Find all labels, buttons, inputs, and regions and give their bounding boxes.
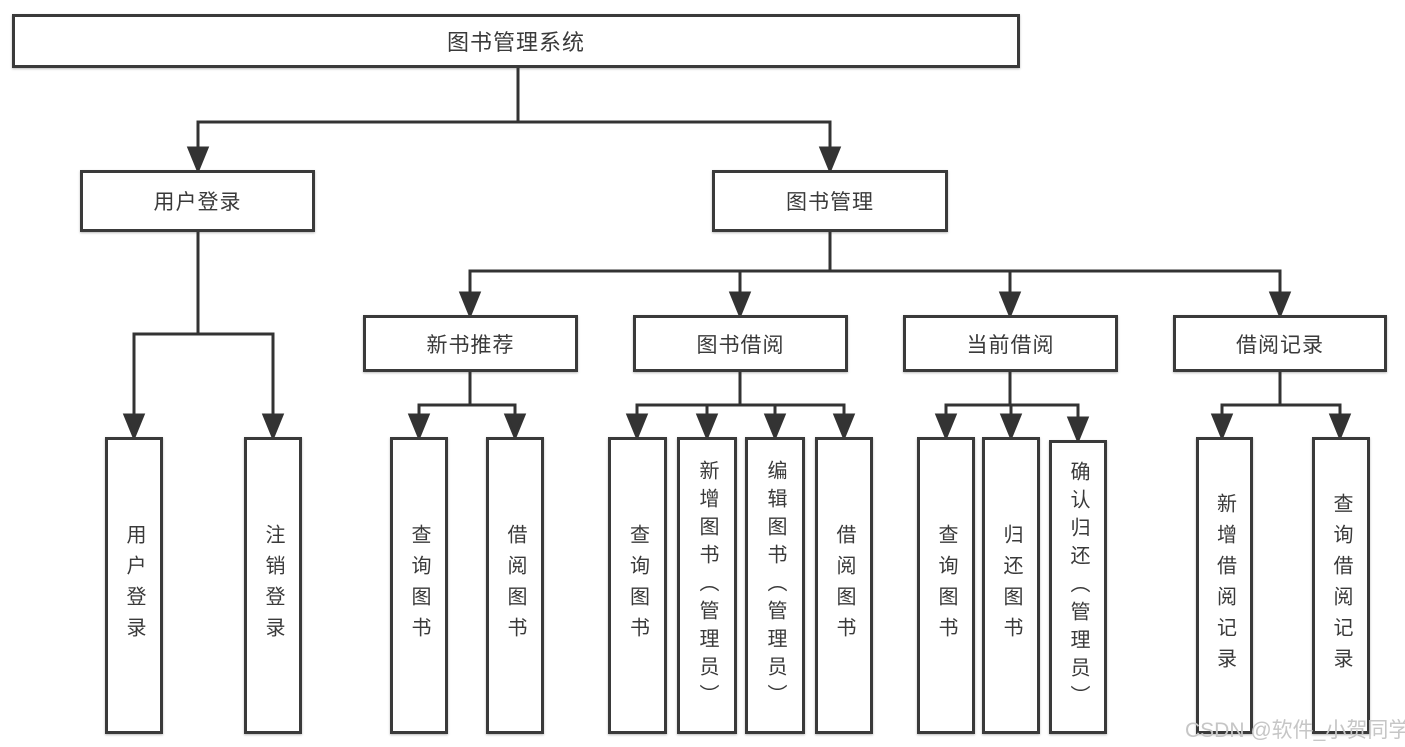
node-current-borrowing: 当前借阅 (903, 315, 1118, 372)
arrowhead-down-icon (695, 413, 719, 441)
node-book-management: 图书管理 (712, 170, 948, 232)
node-leaf-query-borrow-record: 查询借阅记录 (1312, 437, 1370, 734)
node-label: 用户登录 (153, 191, 242, 214)
node-label: 归还图书 (1000, 523, 1022, 648)
node-leaf-borrow-books: 借阅图书 (486, 437, 544, 734)
connector-records-to-leaves (1210, 372, 1352, 441)
node-user-login: 用户登录 (80, 170, 315, 232)
node-label: 确认归还（管理员） (1067, 461, 1089, 713)
node-leaf-logout: 注销登录 (244, 437, 302, 734)
node-leaf-confirm-return-admin: 确认归还（管理员） (1049, 440, 1107, 734)
node-label: 新书推荐 (426, 333, 515, 357)
connector-borrowing-to-leaves (625, 372, 856, 441)
arrowhead-down-icon (818, 146, 842, 174)
arrowhead-down-icon (999, 413, 1023, 441)
node-label: 借阅记录 (1236, 333, 1324, 357)
arrowhead-down-icon (458, 291, 482, 319)
connector-recommend-to-leaves (407, 372, 527, 441)
node-label: 借阅图书 (504, 523, 526, 648)
node-leaf-query-books: 查询图书 (390, 437, 448, 734)
node-label: 图书借阅 (696, 333, 785, 357)
node-label: 借阅图书 (833, 523, 855, 648)
connector-current-to-leaves (934, 372, 1090, 444)
watermark: CSDN @软件_小贺同学 (1185, 719, 1405, 742)
connector-root-to-level2 (186, 68, 842, 174)
node-leaf-query-books: 查询图书 (608, 437, 667, 734)
node-label: 新增图书（管理员） (696, 459, 718, 712)
node-label: 用户登录 (123, 523, 145, 648)
node-leaf-add-borrow-record: 新增借阅记录 (1196, 437, 1253, 734)
node-new-book-recommendation: 新书推荐 (363, 315, 578, 372)
arrowhead-down-icon (186, 146, 210, 174)
node-label: 新增借阅记录 (1213, 492, 1236, 679)
arrowhead-down-icon (763, 413, 787, 441)
node-leaf-return-books: 归还图书 (982, 437, 1040, 734)
node-borrowing-records: 借阅记录 (1173, 315, 1387, 372)
node-leaf-add-books-admin: 新增图书（管理员） (677, 437, 737, 734)
node-leaf-borrow-books: 借阅图书 (815, 437, 873, 734)
node-label: 查询借阅记录 (1330, 492, 1352, 679)
arrowhead-down-icon (728, 291, 752, 319)
node-label: 查询图书 (408, 523, 430, 648)
node-label: 查询图书 (935, 523, 957, 648)
node-label: 编辑图书（管理员） (764, 459, 786, 712)
node-leaf-user-login: 用户登录 (105, 437, 163, 734)
arrowhead-down-icon (261, 413, 285, 441)
arrowhead-down-icon (1210, 413, 1234, 441)
node-label: 注销登录 (262, 523, 284, 648)
node-leaf-query-books: 查询图书 (917, 437, 975, 734)
connector-management-to-sections (458, 232, 1292, 319)
node-label: 图书管理系统 (446, 30, 585, 55)
arrowhead-down-icon (625, 413, 649, 441)
node-label: 查询图书 (626, 523, 649, 648)
node-label: 图书管理 (786, 191, 874, 214)
node-library-system: 图书管理系统 (12, 14, 1020, 68)
node-book-borrowing: 图书借阅 (633, 315, 848, 372)
arrowhead-down-icon (1328, 413, 1352, 441)
arrowhead-down-icon (934, 413, 958, 441)
arrowhead-down-icon (998, 291, 1022, 319)
arrowhead-down-icon (1066, 416, 1090, 444)
arrowhead-down-icon (832, 413, 856, 441)
node-label: 当前借阅 (966, 333, 1055, 357)
arrowhead-down-icon (1268, 291, 1292, 319)
arrowhead-down-icon (122, 413, 146, 441)
node-leaf-edit-books-admin: 编辑图书（管理员） (745, 437, 805, 734)
connector-login-to-leaves (122, 232, 285, 441)
arrowhead-down-icon (503, 413, 527, 441)
arrowhead-down-icon (407, 413, 431, 441)
